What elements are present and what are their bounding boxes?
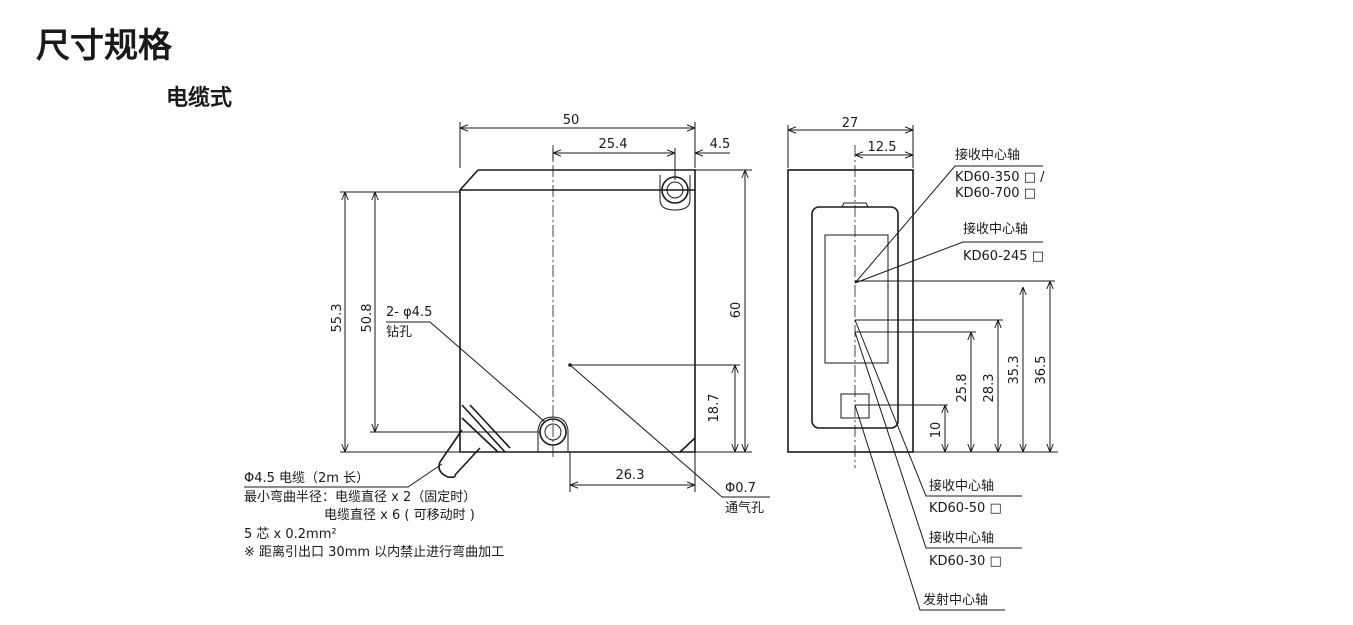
model-label: KD60-350 □ / [955, 170, 1045, 185]
cable-note: 电缆直径 x 6 ( 可移动时 ) [324, 507, 475, 523]
receiver-window [824, 234, 889, 364]
cable [438, 404, 511, 479]
side-view: 27 12.5 10 25.8 28.3 35.3 36.5 接收中心轴 KD6… [787, 116, 1058, 611]
side-body-outline [787, 169, 914, 453]
dim-36-5: 36.5 [1034, 356, 1049, 385]
cable-note: 5 芯 x 0.2mm² [244, 527, 337, 542]
hole-label: 2- φ4.5 [386, 305, 432, 320]
vent-label-sub: 通气孔 [725, 500, 764, 516]
dim-28-3: 28.3 [982, 374, 997, 403]
model-label: KD60-700 □ [955, 186, 1036, 201]
dim-25-8: 25.8 [955, 374, 970, 403]
axis-label: 接收中心轴 [955, 147, 1020, 163]
dim-height: 60 [729, 302, 744, 319]
dim-width: 50 [563, 113, 580, 128]
cable-note: Φ4.5 电缆（2m 长） [244, 470, 369, 486]
dim-35-3: 35.3 [1007, 356, 1022, 385]
dim-edge: 4.5 [710, 137, 731, 152]
axis-label: 接收中心轴 [929, 478, 994, 494]
page-title: 尺寸规格 [36, 26, 172, 66]
front-view: 50 25.4 4.5 55.3 50.8 60 18.7 26.3 2- φ4… [244, 113, 770, 560]
model-label: KD60-30 □ [929, 554, 1002, 569]
dim-side-center: 12.5 [868, 140, 897, 155]
model-label: KD60-50 □ [929, 501, 1002, 516]
dim-vent-w: 26.3 [616, 468, 645, 483]
dim-10: 10 [929, 422, 944, 439]
dim-h2: 50.8 [360, 304, 375, 333]
dim-vent-h: 18.7 [707, 394, 722, 423]
axis-label: 发射中心轴 [923, 592, 988, 608]
axis-label: 接收中心轴 [929, 530, 994, 546]
model-label: KD60-245 □ [963, 249, 1044, 264]
section-subtitle: 电缆式 [166, 86, 233, 111]
hole-label-sub: 钻孔 [386, 325, 412, 340]
dim-side-width: 27 [842, 116, 859, 131]
front-body-outline [459, 169, 696, 453]
dim-h1: 55.3 [330, 304, 345, 333]
dim-center: 25.4 [599, 137, 628, 152]
cable-note: 最小弯曲半径：电缆直径 x 2（固定时） [244, 489, 476, 505]
cable-note: ※ 距离引出口 30mm 以内禁止进行弯曲加工 [244, 544, 504, 560]
vent-label: Φ0.7 [725, 481, 756, 496]
axis-label: 接收中心轴 [963, 221, 1028, 237]
